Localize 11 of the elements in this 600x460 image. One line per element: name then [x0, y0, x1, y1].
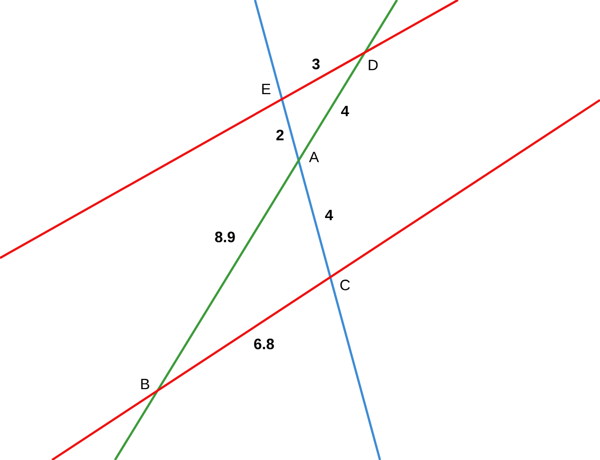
length-label: 6.8: [254, 338, 274, 350]
length-label: 8.9: [215, 232, 235, 242]
length-label: 4: [341, 106, 350, 116]
length-label: 3: [312, 58, 320, 70]
point-label: E: [262, 84, 270, 94]
length-label: 2: [276, 130, 284, 140]
point-label: D: [368, 60, 378, 70]
point-label: C: [340, 280, 350, 290]
point-label: A: [309, 152, 319, 162]
point-label: B: [141, 378, 150, 390]
length-label: 4: [325, 210, 334, 220]
